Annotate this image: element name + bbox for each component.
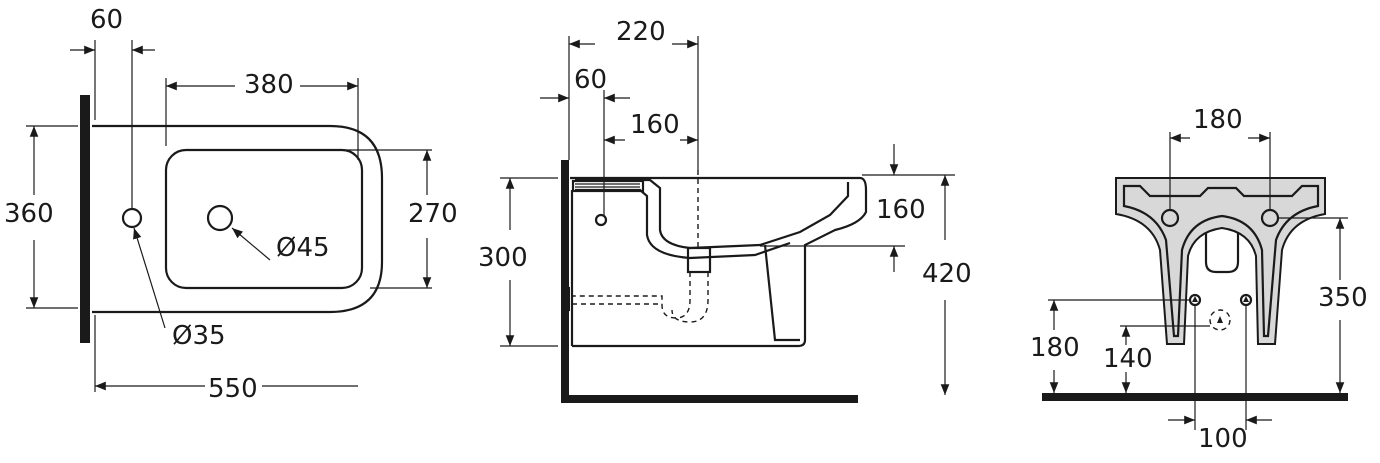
back-dim-bolt-height: 350 bbox=[1318, 283, 1368, 313]
back-view: 180 350 180 140 100 bbox=[1030, 105, 1368, 454]
top-view-wall bbox=[80, 95, 90, 343]
side-view-body bbox=[570, 176, 868, 348]
side-dim-rim-height: 160 bbox=[876, 195, 926, 225]
side-view-wall bbox=[561, 160, 569, 403]
back-view-body bbox=[1115, 177, 1326, 345]
side-tap-hole-icon bbox=[594, 213, 608, 227]
side-view-trap bbox=[572, 272, 709, 323]
side-dim-floor-height: 420 bbox=[922, 259, 972, 289]
top-view: 60 380 360 270 Ø45 Ø35 550 bbox=[4, 5, 458, 404]
top-view-outline bbox=[92, 124, 384, 314]
side-dim-body-height: 300 bbox=[478, 243, 528, 273]
back-dim-supply-spacing: 100 bbox=[1198, 424, 1248, 454]
back-dim-supply-height: 180 bbox=[1030, 333, 1080, 363]
top-dim-basin-width: 380 bbox=[244, 70, 294, 100]
side-dim-hole-offset: 160 bbox=[630, 110, 680, 140]
top-view-basin bbox=[164, 148, 364, 290]
back-dim-waste-height: 140 bbox=[1103, 344, 1153, 374]
top-dim-waste-hole: Ø45 bbox=[276, 233, 330, 263]
tap-hole-icon bbox=[121, 207, 143, 229]
top-dim-tap-hole: Ø35 bbox=[172, 321, 226, 351]
side-view: 220 60 160 160 300 420 bbox=[478, 17, 972, 403]
top-dim-overall-length: 550 bbox=[208, 374, 258, 404]
waste-outlet-icon bbox=[1209, 309, 1231, 331]
side-view-rim bbox=[575, 178, 850, 250]
side-dim-wall-offset: 60 bbox=[574, 65, 607, 95]
top-dim-basin-depth: 270 bbox=[408, 199, 458, 229]
waste-hole-icon bbox=[206, 204, 234, 232]
side-view-floor bbox=[561, 395, 858, 403]
top-dim-wall-offset: 60 bbox=[90, 5, 123, 35]
top-dim-overall-width: 360 bbox=[4, 199, 54, 229]
back-dim-bolt-spacing: 180 bbox=[1193, 105, 1243, 135]
side-dim-total-depth: 220 bbox=[616, 17, 666, 47]
